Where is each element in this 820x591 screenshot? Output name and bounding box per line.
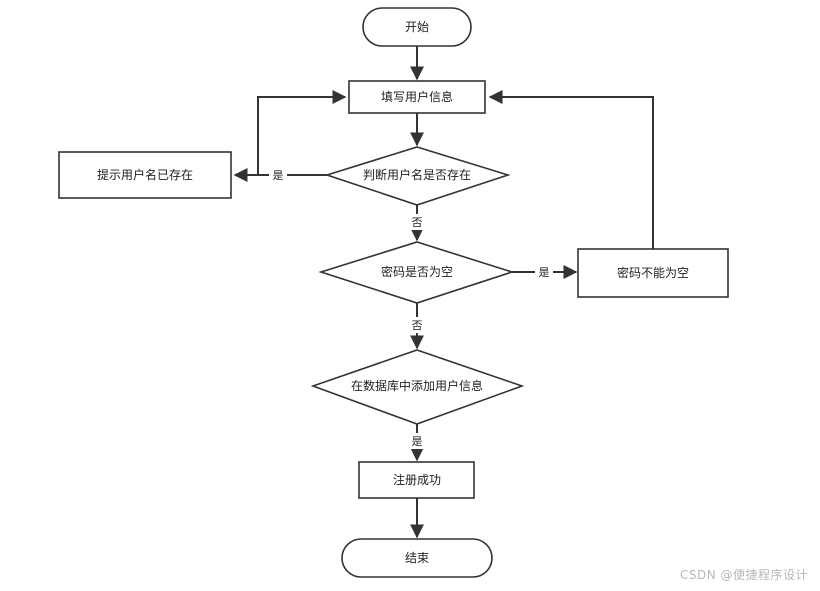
edge-label-password-no: 否 xyxy=(412,319,423,332)
prompt-exists-label: 提示用户名已存在 xyxy=(97,167,193,182)
edge-label-username-no: 否 xyxy=(412,216,423,229)
prompt-exists-process xyxy=(58,151,232,199)
edge-label-username-yes: 是 xyxy=(273,169,284,182)
check-username-label: 判断用户名是否存在 xyxy=(363,167,471,182)
check-username-decision xyxy=(324,146,511,206)
register-success-label: 注册成功 xyxy=(393,472,441,487)
nodes: 开始 填写用户信息 判断用户名是否存在 提示用户名已存在 密码是否为空 密码不能… xyxy=(58,7,729,578)
register-success-process xyxy=(358,461,475,499)
fill-info-process xyxy=(348,80,486,114)
fill-info-label: 填写用户信息 xyxy=(381,89,453,104)
start-terminal xyxy=(362,7,472,47)
password-empty-label: 密码不能为空 xyxy=(617,265,689,280)
password-empty-process xyxy=(577,248,729,298)
edge-label-db-yes: 是 xyxy=(412,435,423,448)
end-terminal xyxy=(341,538,493,578)
edge-password-empty-back-to-fill xyxy=(488,90,654,249)
add-to-db-label: 在数据库中添加用户信息 xyxy=(351,378,483,393)
edge-labels: 是 否 是 否 是 xyxy=(269,167,553,449)
edge-prompt-back-to-fill xyxy=(257,90,347,175)
start-label: 开始 xyxy=(405,20,429,34)
watermark: CSDN @便捷程序设计 xyxy=(679,568,808,582)
edge-label-password-yes: 是 xyxy=(539,266,550,279)
check-password-decision xyxy=(318,241,515,304)
add-to-db-decision xyxy=(310,349,525,425)
end-label: 结束 xyxy=(405,551,429,565)
check-password-label: 密码是否为空 xyxy=(381,264,453,279)
